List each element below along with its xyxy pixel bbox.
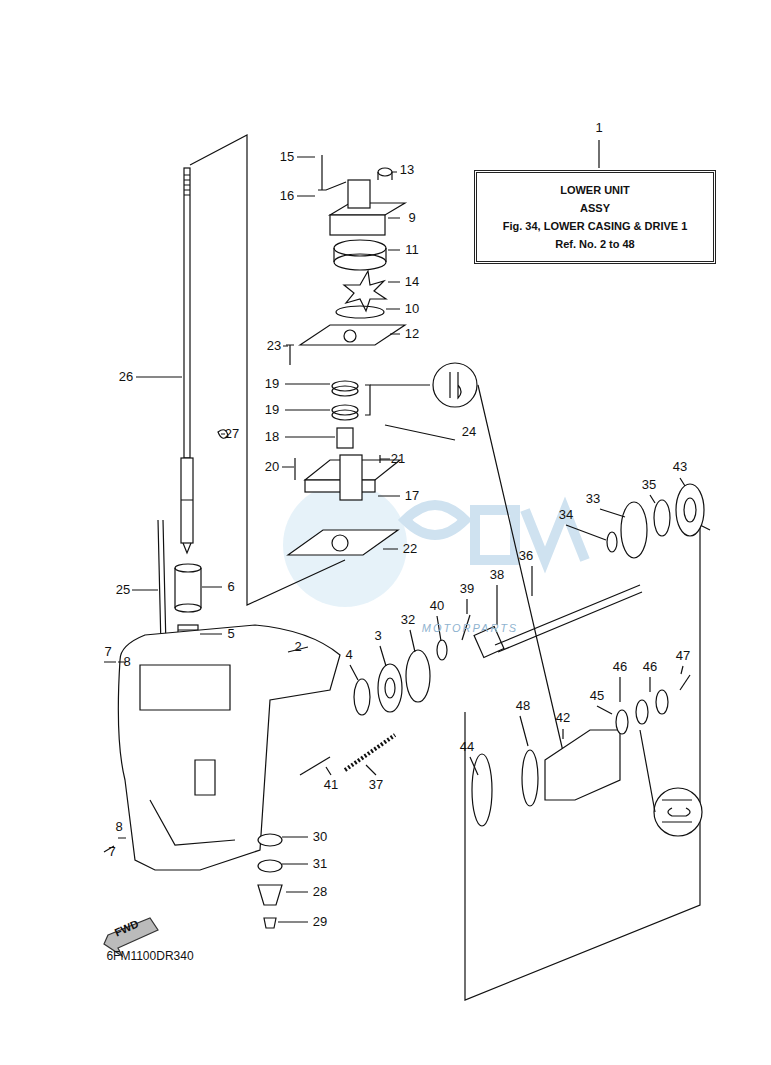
callout-number: 19 (265, 377, 279, 391)
callout-number: 11 (405, 243, 419, 257)
callout-number: 12 (405, 327, 419, 341)
callout-number: 22 (403, 542, 417, 556)
callout-number: 33 (586, 492, 600, 506)
callout-number: 44 (460, 740, 474, 754)
callout-number: 13 (400, 163, 414, 177)
callout-number: 39 (460, 582, 474, 596)
callout-number: 47 (676, 649, 690, 663)
callout-number: 25 (116, 583, 130, 597)
callout-number: 38 (490, 568, 504, 582)
callout-number: 31 (313, 857, 327, 871)
callout-number: 8 (123, 655, 130, 669)
callout-number: 3 (374, 629, 381, 643)
callout-number: 43 (673, 460, 687, 474)
callout-number: 46 (643, 660, 657, 674)
callout-number: 21 (391, 452, 405, 466)
diagram-note: MOTORPARTS (422, 622, 518, 634)
callout-number: 35 (642, 478, 656, 492)
callout-number: 23 (267, 339, 281, 353)
box-text: Fig. 34, LOWER CASING & DRIVE 1 (483, 217, 707, 235)
callout-number: 10 (405, 302, 419, 316)
callout-number: 7 (104, 645, 111, 659)
callout-number: 15 (280, 150, 294, 164)
callout-number: 34 (559, 508, 573, 522)
callout-number: 8 (115, 820, 122, 834)
box-text: LOWER UNIT (483, 181, 707, 199)
diagram-note: 6FM1100DR340 (106, 950, 193, 963)
callout-number: 26 (119, 370, 133, 384)
callout-number: 17 (405, 489, 419, 503)
assy-box: LOWER UNITASSYFig. 34, LOWER CASING & DR… (474, 170, 716, 264)
callout-number: 20 (265, 460, 279, 474)
callout-number: 37 (369, 778, 383, 792)
box-text: Ref. No. 2 to 48 (483, 235, 707, 253)
callout-number: 27 (225, 427, 239, 441)
callout-number: 16 (280, 189, 294, 203)
callout-number: 7 (108, 845, 115, 859)
callout-number: 48 (516, 699, 530, 713)
callout-number: 14 (405, 275, 419, 289)
box-text: ASSY (483, 199, 707, 217)
callout-number: 9 (408, 211, 415, 225)
callout-number: 1 (595, 121, 602, 135)
callout-number: 36 (519, 549, 533, 563)
group-bracket (465, 525, 710, 1000)
callout-number: 30 (313, 830, 327, 844)
callout-number: 2 (294, 640, 301, 654)
watermark-globe (283, 483, 407, 607)
watermark-logo (405, 505, 585, 560)
callout-number: 42 (556, 711, 570, 725)
callout-number: 45 (590, 689, 604, 703)
callout-number: 19 (265, 403, 279, 417)
callout-number: 32 (401, 613, 415, 627)
callout-number: 29 (313, 915, 327, 929)
callout-number: 28 (313, 885, 327, 899)
callout-number: 41 (324, 778, 338, 792)
callout-number: 18 (265, 430, 279, 444)
callout-number: 6 (227, 580, 234, 594)
callout-number: 5 (227, 627, 234, 641)
callout-number: 24 (462, 425, 476, 439)
callout-number: 4 (345, 648, 352, 662)
callout-number: 40 (430, 599, 444, 613)
callout-number: 46 (613, 660, 627, 674)
